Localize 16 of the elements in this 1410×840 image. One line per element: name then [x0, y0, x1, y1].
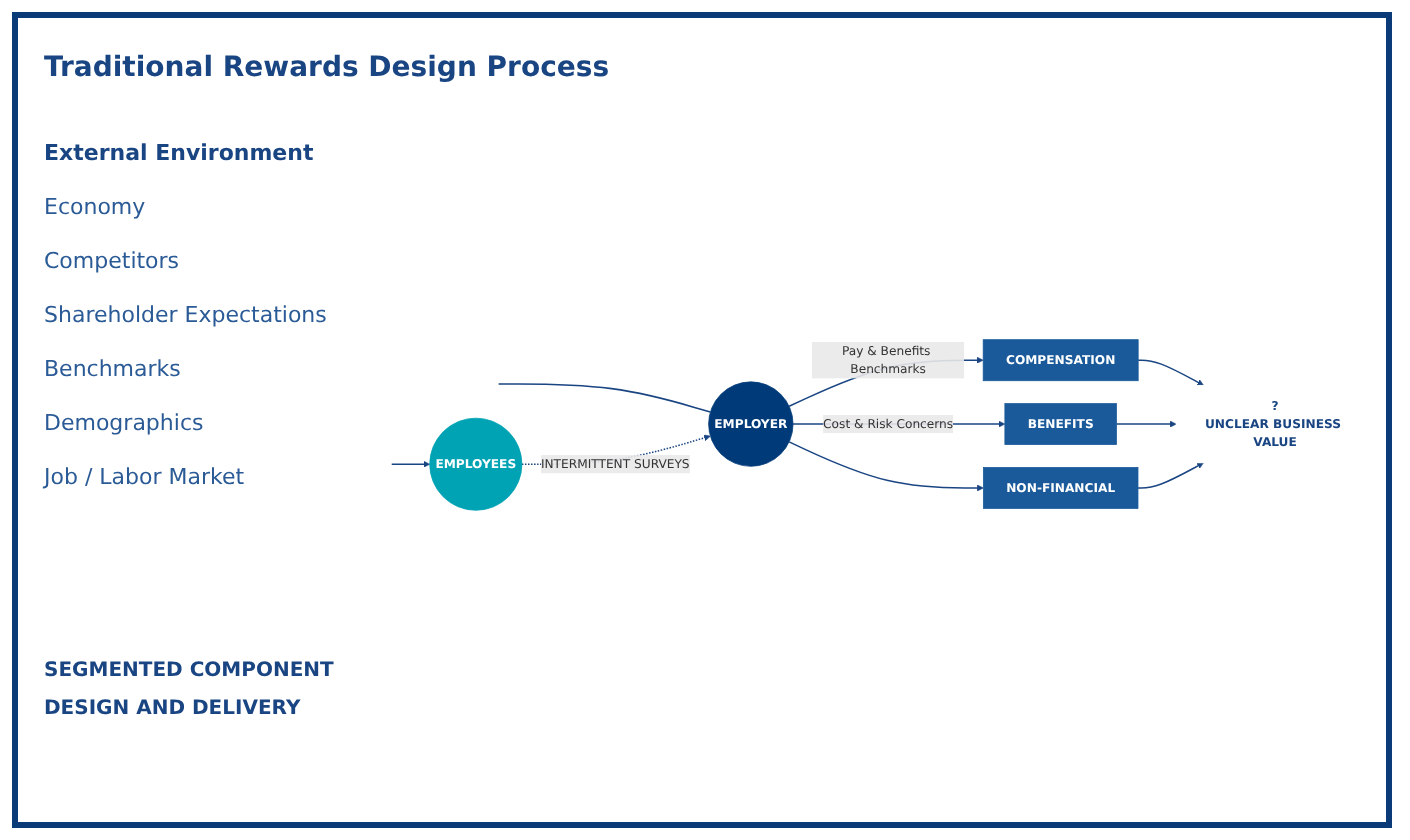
list-heading: External Environment — [44, 140, 316, 166]
connector — [497, 383, 712, 413]
arrow — [1137, 462, 1204, 489]
arrow — [1137, 359, 1204, 386]
list-item: Competitors — [44, 248, 182, 274]
arrow — [1115, 420, 1177, 428]
list-item: Economy — [44, 194, 148, 220]
list-item: Benchmarks — [44, 356, 183, 382]
arrow — [788, 441, 984, 492]
diagram-title: Traditional Rewards Design Process — [44, 52, 610, 84]
list-item: Shareholder Expectations — [44, 302, 329, 328]
list-item: Job / Labor Market — [44, 464, 247, 490]
note-label: SEGMENTED COMPONENT — [44, 660, 336, 682]
arrow — [390, 460, 431, 468]
note-label: DESIGN AND DELIVERY — [44, 698, 303, 720]
list-item: Demographics — [44, 410, 206, 436]
